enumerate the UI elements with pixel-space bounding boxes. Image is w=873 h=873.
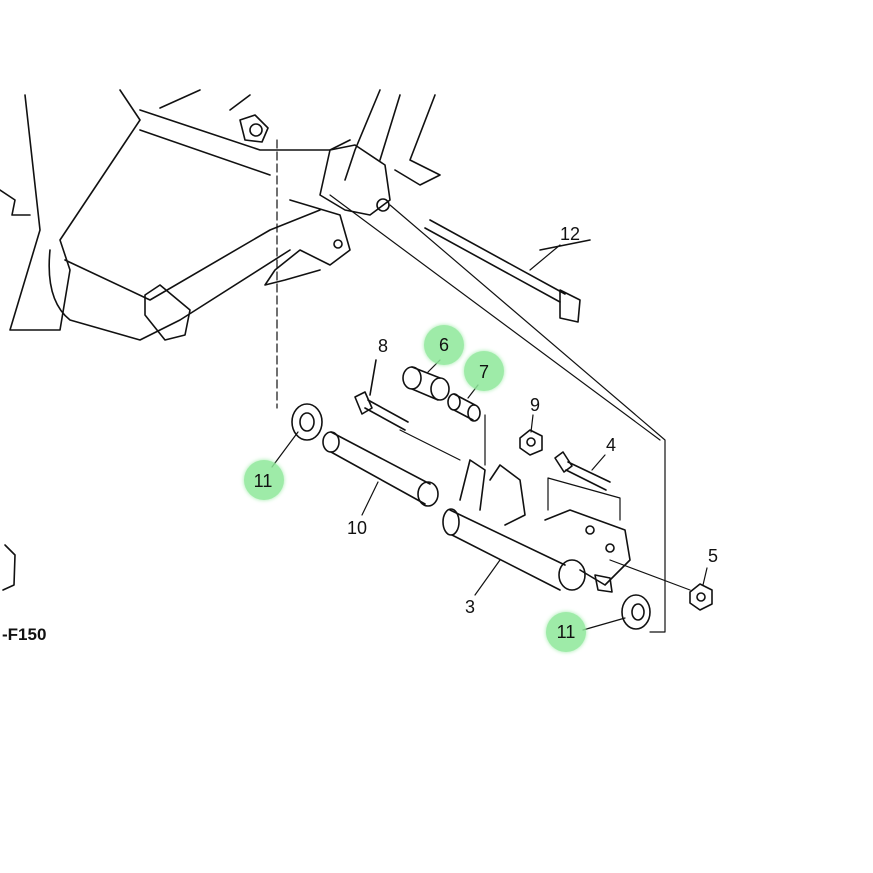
part-3-pivot-arm <box>442 459 631 593</box>
part-7-bushing <box>447 393 481 422</box>
part-label-11-right: 11 <box>556 622 576 642</box>
highlight-part-11-left <box>244 460 284 500</box>
part-label-10: 10 <box>346 518 368 538</box>
part-label-7: 7 <box>478 362 490 382</box>
part-10-shaft <box>322 431 439 507</box>
part-8-bolt <box>354 359 409 431</box>
highlight-part-11-right <box>546 612 586 652</box>
part-12-bolt <box>424 219 591 323</box>
part-11-bearing-right <box>621 594 651 630</box>
frame-drawing <box>0 89 441 591</box>
part-label-4: 4 <box>605 435 617 455</box>
part-4-bolt <box>554 451 611 491</box>
part-6-collar <box>402 366 450 401</box>
part-label-12: 12 <box>559 224 581 244</box>
highlight-part-7 <box>464 351 504 391</box>
part-label-3: 3 <box>464 597 476 617</box>
part-label-6: 6 <box>438 335 450 355</box>
assembly-lines <box>276 139 691 633</box>
part-11-bearing-left <box>291 403 323 441</box>
diagram-code: -F150 <box>2 625 47 644</box>
part-label-9: 9 <box>529 395 541 415</box>
highlight-part-6 <box>424 325 464 365</box>
part-label-8: 8 <box>377 336 389 356</box>
part-label-11-left: 11 <box>253 471 273 491</box>
part-5-nut <box>689 583 713 611</box>
part-9-nut <box>519 429 543 456</box>
part-label-5: 5 <box>707 546 719 566</box>
